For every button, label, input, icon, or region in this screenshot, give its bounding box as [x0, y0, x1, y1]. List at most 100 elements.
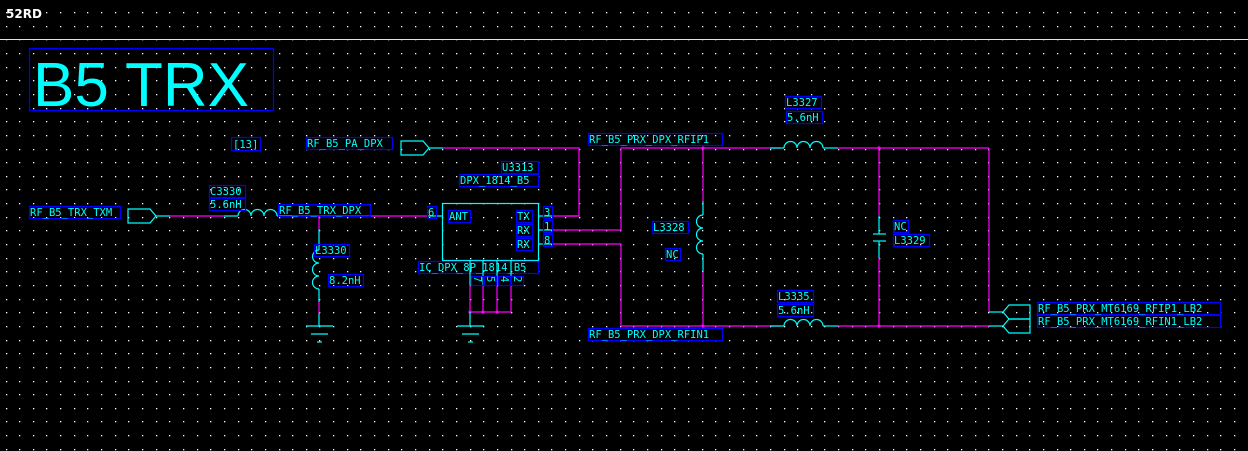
grid-dot: [87, 340, 89, 342]
grid-dot: [156, 149, 158, 151]
grid-dot: [1166, 135, 1168, 137]
port-out-p-label[interactable]: RF_B5_PRX_MT6169_RFIP1_LB2: [1038, 303, 1202, 315]
port-pa-dpx-symbol[interactable]: [400, 140, 430, 156]
inductor-l3335-symbol[interactable]: [783, 318, 824, 327]
grid-dot: [1043, 258, 1045, 260]
grid-dot: [128, 162, 130, 164]
port-out-n-symbol[interactable]: [1002, 318, 1031, 334]
sheet-title[interactable]: B5 TRX: [33, 51, 249, 120]
c3330-value[interactable]: 5.6nH: [210, 199, 242, 211]
grid-dot: [456, 353, 458, 355]
c3330-ref[interactable]: C3330: [210, 186, 242, 198]
grid-dot: [429, 435, 431, 437]
grid-dot: [674, 394, 676, 396]
l3328-ref[interactable]: L3328: [653, 222, 685, 234]
inductor-l3327-symbol[interactable]: [783, 140, 824, 149]
grid-dot: [33, 353, 35, 355]
l3330-ref[interactable]: L3330: [315, 245, 347, 257]
net-trx-dpx-label[interactable]: RF_B5_TRX_DPX: [279, 205, 362, 217]
grid-dot: [811, 26, 813, 28]
grid-dot: [729, 230, 731, 232]
title-box[interactable]: [28, 47, 275, 112]
u3313-part[interactable]: DPX_1814_B5: [460, 175, 530, 187]
sheet-ref[interactable]: [13]: [233, 139, 258, 151]
l3328-value[interactable]: NC: [666, 249, 679, 261]
grid-dot: [238, 108, 240, 110]
grid-dot: [183, 217, 185, 219]
inductor-c3330-symbol[interactable]: [237, 208, 278, 217]
wire-rfip1[interactable]: [553, 147, 780, 231]
grid-dot: [743, 176, 745, 178]
grid-dot: [360, 121, 362, 123]
grid-dot: [265, 353, 267, 355]
grid-dot: [592, 394, 594, 396]
net-rfin1-label[interactable]: RF_B5_PRX_DPX_RFIN1: [589, 329, 709, 341]
u3313-footprint[interactable]: IC_DPX_8P_1814_B5: [419, 262, 526, 274]
grid-dot: [606, 149, 608, 151]
inductor-l3328-symbol[interactable]: [695, 214, 704, 255]
grid-dot: [565, 67, 567, 69]
grid-dot: [19, 353, 21, 355]
port-tx-in-symbol[interactable]: [127, 208, 157, 224]
grid-dot: [360, 80, 362, 82]
grid-dot: [142, 271, 144, 273]
port-pa-dpx-label[interactable]: RF_B5_PA_DPX: [307, 138, 384, 150]
grid-dot: [1179, 108, 1181, 110]
grid-dot: [824, 12, 826, 14]
grid-dot: [224, 162, 226, 164]
grid-dot: [934, 340, 936, 342]
grid-dot: [865, 299, 867, 301]
port-out-p-symbol[interactable]: [1002, 304, 1031, 320]
grid-dot: [1016, 449, 1018, 451]
net-rfip1-label[interactable]: RF_B5_PRX_DPX_RFIP1: [589, 134, 709, 146]
grid-dot: [1234, 421, 1236, 423]
grid-dot: [1111, 367, 1113, 369]
grid-dot: [19, 203, 21, 205]
grid-dot: [1070, 121, 1072, 123]
grid-dot: [934, 435, 936, 437]
grid-dot: [1138, 421, 1140, 423]
grid-dot: [661, 258, 663, 260]
wire-rfin1[interactable]: [553, 243, 780, 327]
grid-dot: [592, 67, 594, 69]
grid-dot: [975, 203, 977, 205]
l3327-ref[interactable]: L3327: [786, 97, 818, 109]
inductor-l3330-symbol[interactable]: [311, 249, 320, 290]
grid-dot: [279, 67, 281, 69]
l3330-value[interactable]: 8.2nH: [329, 275, 361, 287]
port-tx-in-label[interactable]: RF_B5_TRX_TXM: [30, 207, 112, 219]
grid-dot: [415, 271, 417, 273]
grid-dot: [1166, 299, 1168, 301]
l3329-value[interactable]: NC: [894, 221, 907, 233]
grid-dot: [633, 12, 635, 14]
grid-dot: [661, 244, 663, 246]
grid-dot: [1179, 67, 1181, 69]
grid-dot: [947, 230, 949, 232]
grid-dot: [879, 135, 881, 137]
u3313-ref[interactable]: U3313: [502, 162, 534, 174]
l3329-ref[interactable]: L3329: [894, 235, 926, 247]
grid-dot: [756, 67, 758, 69]
grid-dot: [579, 367, 581, 369]
grid-dot: [961, 135, 963, 137]
grid-dot: [715, 135, 717, 137]
grid-dot: [852, 449, 854, 451]
grid-dot: [620, 326, 622, 328]
grid-dot: [319, 285, 321, 287]
grid-dot: [702, 80, 704, 82]
duplexer-u3313-body[interactable]: [441, 202, 540, 262]
l3335-ref[interactable]: L3335: [778, 291, 810, 303]
grid-dot: [101, 312, 103, 314]
l3335-value[interactable]: 5.6nH: [778, 305, 810, 317]
grid-dot: [401, 421, 403, 423]
grid-dot: [865, 94, 867, 96]
port-out-n-label[interactable]: RF_B5_PRX_MT6169_RFIN1_LB2: [1038, 316, 1202, 328]
grid-dot: [74, 340, 76, 342]
grid-dot: [579, 299, 581, 301]
grid-dot: [797, 26, 799, 28]
grid-dot: [333, 94, 335, 96]
grid-dot: [934, 421, 936, 423]
grid-dot: [1043, 176, 1045, 178]
l3327-value[interactable]: 5.6nH: [787, 112, 819, 124]
grid-dot: [306, 326, 308, 328]
